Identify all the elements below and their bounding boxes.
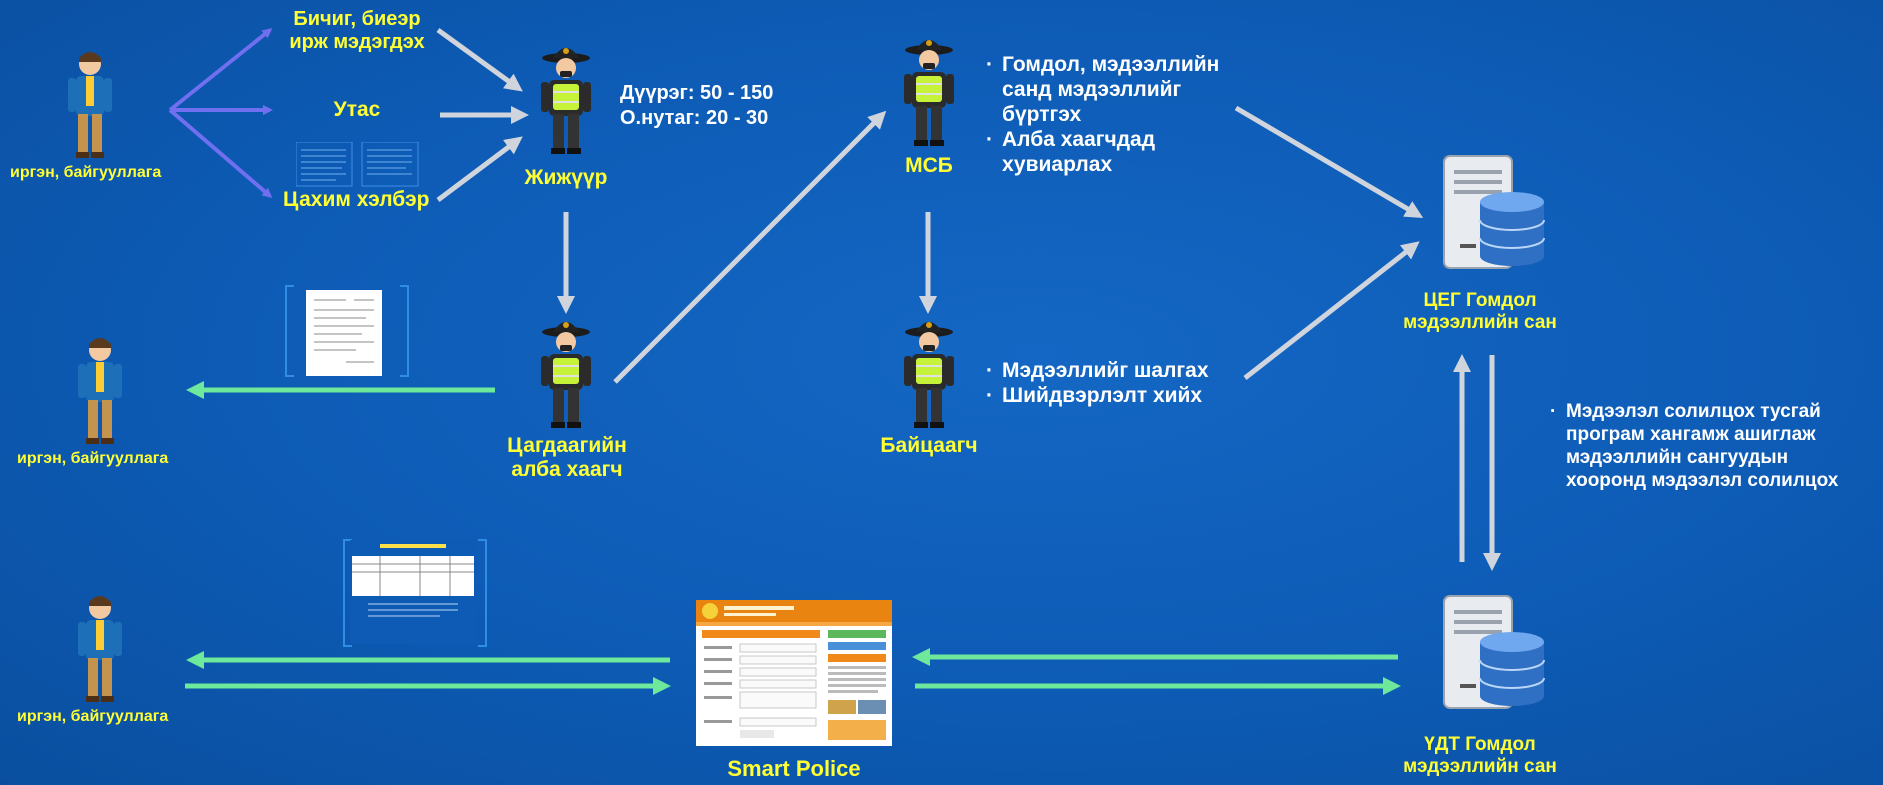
police-officer-icon xyxy=(904,322,954,428)
timing-countryside: О.нутаг: 20 - 30 xyxy=(620,107,769,129)
person-icon xyxy=(78,596,122,702)
msb-label: МСБ xyxy=(905,154,953,177)
citizen-label: иргэн, байгууллага xyxy=(17,708,169,725)
msb-task: хувиарлах xyxy=(1002,153,1113,176)
investigator-label: Байцаагч xyxy=(880,434,978,457)
document-brackets xyxy=(285,285,487,647)
udt-db-label: ҮДТ Гомдол мэдээллийн сан xyxy=(1403,734,1557,777)
msb-task: Алба хаагчдад xyxy=(986,127,1219,152)
smart-police-screenshot xyxy=(696,600,892,746)
investigator-task-list: Мэдээллийг шалгах Шийдвэрлэлт хийх xyxy=(986,358,1209,408)
investigator-task: Мэдээллийг шалгах xyxy=(986,358,1209,383)
timing-district: Дүүрэг: 50 - 150 xyxy=(620,82,774,104)
investigator-task: Шийдвэрлэлт хийх xyxy=(986,383,1209,408)
channel-electronic: Цахим хэлбэр xyxy=(283,188,430,211)
police-officer-icon xyxy=(541,48,591,154)
return-arrows xyxy=(185,381,1401,695)
msb-task: бүртгэх xyxy=(1002,103,1082,126)
database-server-icon xyxy=(1443,155,1545,269)
police-officer-icon xyxy=(541,322,591,428)
citizen-label: иргэн, байгууллага xyxy=(10,164,162,181)
police-officer-icon xyxy=(904,40,954,146)
dispatcher-label: Жижүүр xyxy=(524,166,608,189)
msb-task: санд мэдээллийг xyxy=(1002,78,1182,101)
database-server-icon xyxy=(1443,595,1545,709)
form-thumbnails xyxy=(296,142,419,187)
exchange-line: Мэдээлэл солилцох тусгай xyxy=(1550,400,1838,423)
flow-arrows xyxy=(436,27,1501,571)
exchange-note: Мэдээлэл солилцох тусгай програм хангамж… xyxy=(1550,400,1838,492)
exchange-line: хооронд мэдээлэл солилцох xyxy=(1566,470,1839,491)
exchange-line: мэдээллийн сангуудын xyxy=(1566,447,1789,468)
ceg-db-label: ЦЕГ Гомдол мэдээллийн сан xyxy=(1403,290,1557,333)
smart-police-label: Smart Police xyxy=(727,756,861,781)
msb-task-list: Гомдол, мэдээллийн санд мэдээллийг бүртг… xyxy=(986,52,1219,177)
officer-label: Цагдаагийн алба хаагч xyxy=(507,434,627,482)
exchange-line: програм хангамж ашиглаж xyxy=(1566,424,1816,445)
channel-arrows xyxy=(168,28,273,198)
person-icon xyxy=(68,52,112,158)
channel-phone: Утас xyxy=(333,98,381,121)
citizen-label: иргэн, байгууллага xyxy=(17,450,169,467)
web-form-thumbnail xyxy=(350,540,476,644)
msb-task: Гомдол, мэдээллийн xyxy=(986,52,1219,77)
document-thumbnail xyxy=(306,290,382,376)
person-icon xyxy=(78,338,122,444)
channel-written: Бичиг, биеэр ирж мэдэгдэх xyxy=(289,8,425,53)
